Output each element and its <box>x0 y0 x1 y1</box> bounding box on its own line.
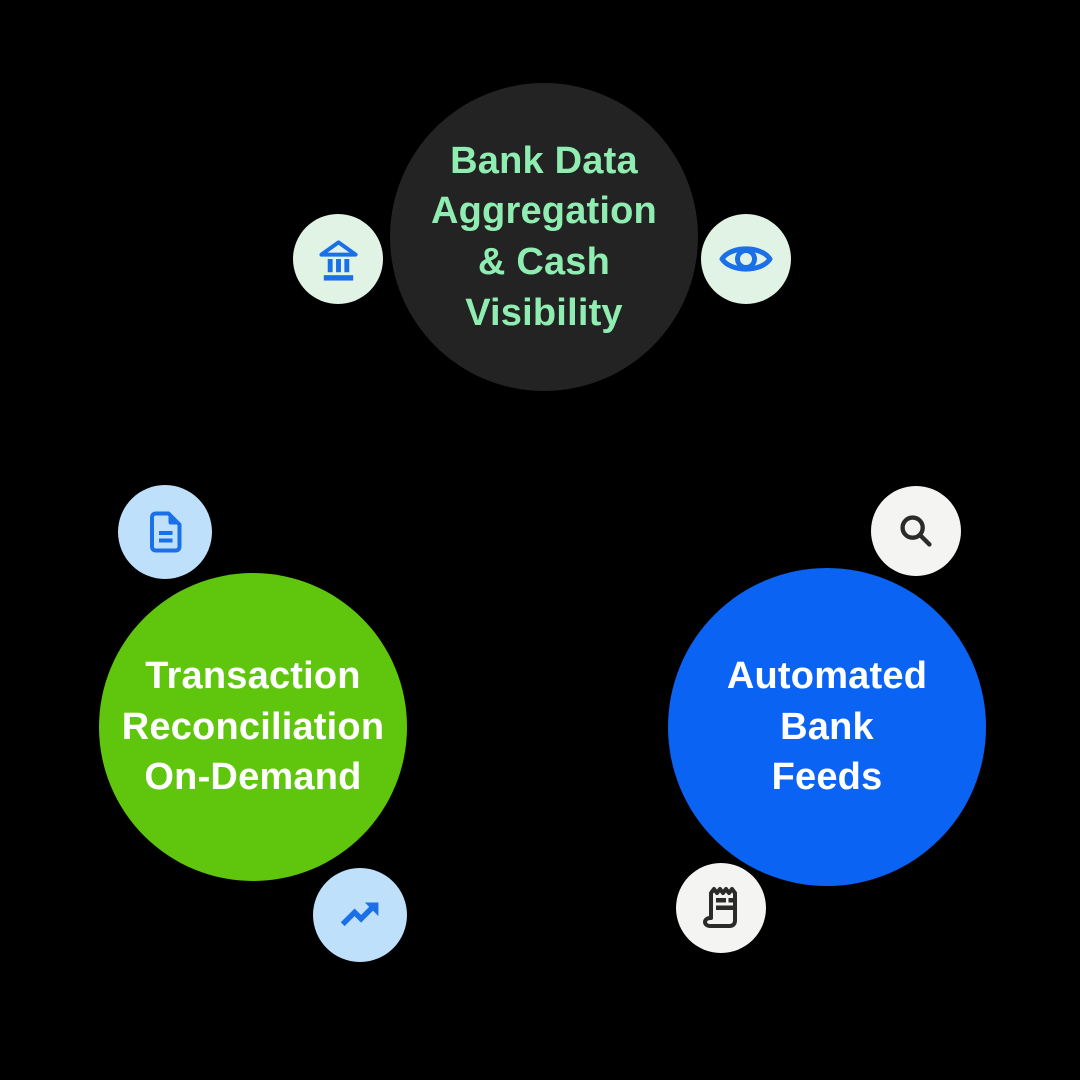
node-automated-label: Automated Bank Feeds <box>727 651 927 803</box>
node-bank-data-label: Bank Data Aggregation & Cash Visibility <box>431 136 657 338</box>
document-icon <box>150 511 182 553</box>
trending-up-icon <box>340 902 379 927</box>
node-bank-data-aggregation: Bank Data Aggregation & Cash Visibility <box>390 83 698 391</box>
search-badge <box>871 486 961 576</box>
node-label-line: Feeds <box>771 756 883 799</box>
node-label-line: Reconciliation <box>121 705 385 748</box>
node-transaction-label: Transaction Reconciliation On-Demand <box>122 651 385 803</box>
trending-up-badge <box>313 868 407 962</box>
eye-badge <box>701 214 791 304</box>
node-automated-bank-feeds: Automated Bank Feeds <box>668 568 986 886</box>
eye-icon <box>719 246 773 272</box>
document-badge <box>118 485 212 579</box>
node-label-line: Bank Data <box>450 139 638 182</box>
node-label-line: Visibility <box>465 291 623 334</box>
receipt-badge <box>676 863 766 953</box>
bank-badge <box>293 214 383 304</box>
node-transaction-reconciliation: Transaction Reconciliation On-Demand <box>99 573 407 881</box>
node-label-line: On-Demand <box>144 756 362 799</box>
node-label-line: Transaction <box>145 655 361 698</box>
node-label-line: & Cash <box>477 241 611 283</box>
node-label-line: Aggregation <box>431 190 657 233</box>
bank-icon <box>318 239 358 281</box>
node-label-line: Bank <box>780 705 874 748</box>
node-label-line: Automated <box>726 655 928 698</box>
search-icon <box>900 515 932 547</box>
receipt-icon <box>703 887 737 928</box>
